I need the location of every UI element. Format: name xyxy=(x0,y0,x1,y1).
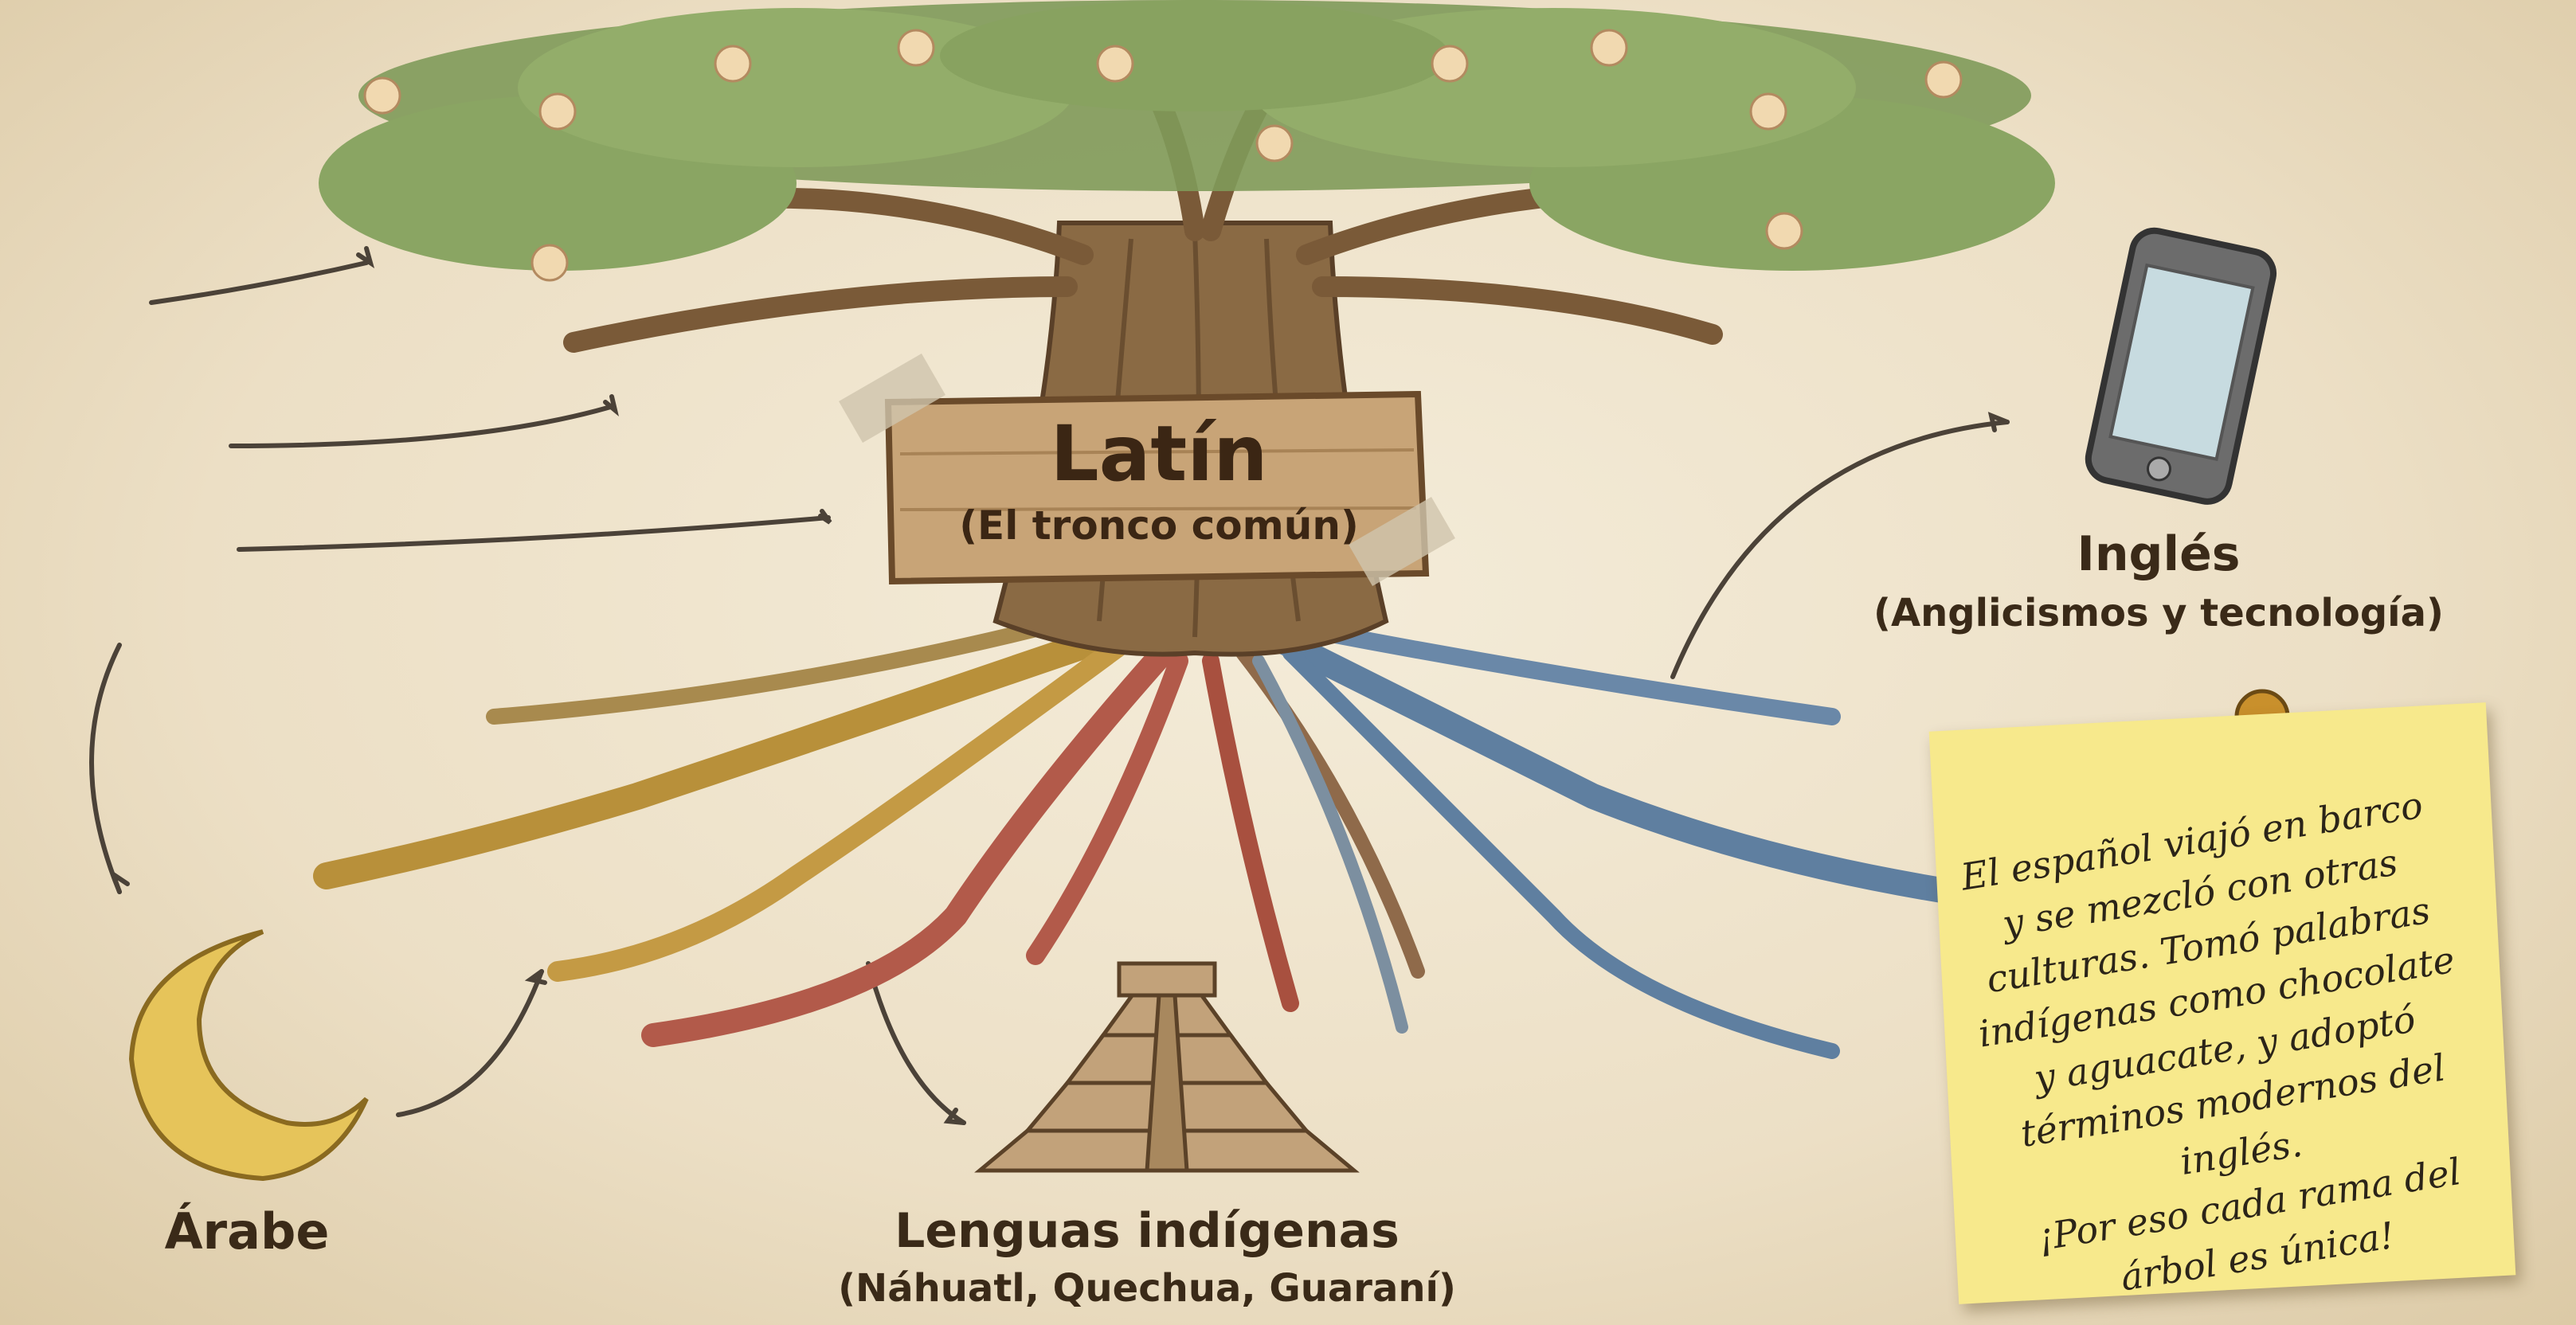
indigenous-label: Lenguas indígenas xyxy=(895,1203,1400,1259)
arrow-to-sign xyxy=(237,515,831,552)
arrow-to-pyramid xyxy=(866,961,966,1125)
sign-subtitle: (El tronco común) xyxy=(959,502,1359,549)
sticky-note-text: El español viajó en barco y se mezcló co… xyxy=(1958,783,2464,1300)
arrow-to-phone xyxy=(1670,420,2010,679)
arrow-to-branch xyxy=(229,404,616,448)
sticky-note: El español viajó en barco y se mezcló co… xyxy=(1928,702,2516,1304)
latin-sign xyxy=(839,354,1455,586)
smartphone-icon xyxy=(2085,227,2277,505)
roots xyxy=(313,605,1964,1059)
tree-canopy xyxy=(319,0,2055,271)
english-detail: (Anglicismos y tecnología) xyxy=(1873,591,2444,635)
arrow-from-arabic xyxy=(396,969,544,1117)
sign-title: Latín xyxy=(1050,409,1268,498)
arrows xyxy=(89,246,2010,1125)
tree-flowers xyxy=(363,29,1963,282)
arrow-to-canopy xyxy=(149,260,369,305)
crescent-moon-icon xyxy=(128,929,369,1182)
pyramid-icon xyxy=(974,961,1360,1173)
arrow-to-arabic xyxy=(89,643,122,894)
indigenous-detail: (Náhuatl, Quechua, Guaraní) xyxy=(838,1266,1456,1311)
arabic-label: Árabe xyxy=(164,1202,330,1261)
english-label: Inglés xyxy=(2077,526,2241,582)
